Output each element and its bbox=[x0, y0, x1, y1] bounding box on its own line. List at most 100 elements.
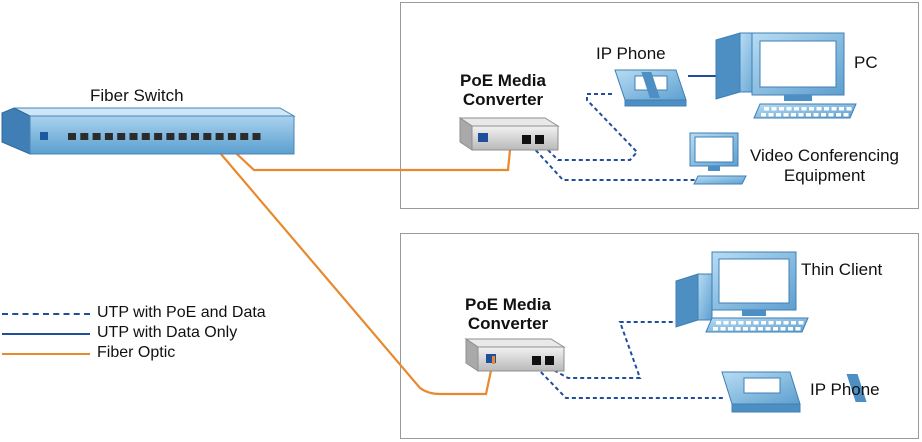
keyboard-key bbox=[798, 321, 804, 325]
ip-phone-bottom bbox=[721, 371, 867, 413]
keyboard-key bbox=[765, 327, 771, 331]
bottom-converter-label-line1: PoE Media bbox=[465, 295, 551, 314]
switch-port bbox=[252, 133, 261, 140]
keyboard-key bbox=[773, 327, 778, 331]
utp-poe-cable-ip-phone-bottom bbox=[535, 366, 725, 399]
keyboard-key bbox=[776, 113, 781, 117]
utp-poe-cable-video bbox=[530, 144, 700, 181]
keyboard-key bbox=[836, 113, 841, 117]
top-converter-label-line1: PoE Media bbox=[460, 71, 546, 90]
keyboard-key bbox=[839, 107, 844, 111]
keyboard-key bbox=[753, 321, 759, 325]
keyboard-key bbox=[746, 321, 751, 325]
legend-label-utp-poe: UTP with PoE and Data bbox=[97, 304, 266, 321]
keyboard-key bbox=[713, 327, 718, 331]
media-converter-top bbox=[458, 117, 560, 151]
keyboard-key bbox=[831, 107, 837, 111]
top-converter-label-line2: Converter bbox=[462, 90, 544, 109]
keyboard-key bbox=[723, 321, 729, 325]
switch-port bbox=[215, 133, 224, 140]
switch-port bbox=[104, 133, 113, 140]
keyboard-key bbox=[816, 107, 822, 111]
legend-label-fiber: Fiber Optic bbox=[97, 344, 176, 361]
switch-port bbox=[191, 133, 199, 140]
keyboard-key bbox=[771, 107, 777, 111]
keyboard-key bbox=[716, 321, 721, 325]
bottom-converter-label: PoE Media Converter bbox=[448, 295, 568, 333]
keyboard-key bbox=[761, 321, 766, 325]
video-label-line2: Equipment bbox=[783, 166, 866, 185]
keyboard-key bbox=[798, 113, 804, 117]
legend-swatch-utp-poe bbox=[2, 313, 90, 315]
keyboard-key bbox=[821, 113, 826, 117]
keyboard-key bbox=[828, 113, 834, 117]
switch-port bbox=[178, 133, 187, 140]
keyboard-key bbox=[761, 113, 766, 117]
top-converter-label: PoE Media Converter bbox=[443, 71, 563, 109]
keyboard-key bbox=[824, 107, 829, 111]
keyboard-key bbox=[728, 327, 733, 331]
keyboard-key bbox=[813, 113, 819, 117]
switch-port bbox=[227, 133, 236, 140]
legend: UTP with PoE and Data UTP with Data Only… bbox=[0, 300, 320, 370]
keyboard-key bbox=[738, 321, 744, 325]
keyboard-key bbox=[768, 113, 774, 117]
bottom-group-box bbox=[400, 233, 919, 439]
keyboard-key bbox=[735, 327, 741, 331]
keyboard-key bbox=[783, 321, 789, 325]
keyboard-key bbox=[786, 107, 792, 111]
keyboard-key bbox=[779, 107, 784, 111]
thin-client-label: Thin Client bbox=[801, 260, 883, 279]
keyboard-key bbox=[806, 113, 811, 117]
bottom-converter-label-line2: Converter bbox=[467, 314, 549, 333]
ip-phone-top-label: IP Phone bbox=[596, 44, 666, 63]
fiber-cable-bottom bbox=[208, 139, 494, 396]
ip-phone-top bbox=[614, 69, 687, 107]
thin-client bbox=[675, 251, 809, 333]
video-conferencing-label: Video Conferencing Equipment bbox=[750, 146, 899, 186]
keyboard-key bbox=[801, 107, 807, 111]
switch-port bbox=[117, 133, 126, 140]
switch-port bbox=[92, 133, 101, 140]
video-label-line1: Video Conferencing bbox=[750, 146, 900, 165]
keyboard-key bbox=[809, 107, 814, 111]
utp-poe-cable-thin-client bbox=[547, 321, 675, 379]
keyboard-key bbox=[776, 321, 781, 325]
switch-port bbox=[240, 133, 249, 140]
keyboard-key bbox=[846, 107, 852, 111]
keyboard-key bbox=[750, 327, 756, 331]
legend-swatch-fiber bbox=[2, 353, 90, 355]
keyboard-key bbox=[788, 327, 793, 331]
keyboard-key bbox=[758, 327, 763, 331]
legend-swatch-utp-data bbox=[2, 333, 90, 335]
keyboard-key bbox=[768, 321, 774, 325]
keyboard-key bbox=[780, 327, 786, 331]
keyboard-key bbox=[731, 321, 736, 325]
pc-label: PC bbox=[854, 53, 878, 72]
fiber-switch-label: Fiber Switch bbox=[90, 86, 184, 105]
keyboard-key bbox=[843, 113, 849, 117]
switch-port bbox=[203, 133, 212, 140]
legend-label-utp-data: UTP with Data Only bbox=[97, 324, 238, 341]
keyboard-key bbox=[764, 107, 769, 111]
fiber-switch bbox=[1, 107, 296, 155]
keyboard-key bbox=[743, 327, 748, 331]
keyboard-key bbox=[783, 113, 789, 117]
media-converter-bottom bbox=[464, 338, 566, 372]
switch-port bbox=[68, 133, 76, 140]
switch-port bbox=[129, 133, 138, 140]
switch-port bbox=[141, 133, 150, 140]
utp-poe-cable-ip-phone-top bbox=[542, 93, 639, 161]
ip-phone-bottom-label: IP Phone bbox=[810, 380, 880, 399]
video-conferencing-equipment bbox=[689, 132, 747, 185]
keyboard-key bbox=[791, 113, 796, 117]
pc-top bbox=[715, 32, 857, 119]
keyboard-key bbox=[795, 327, 801, 331]
keyboard-key bbox=[791, 321, 796, 325]
switch-port bbox=[80, 133, 89, 140]
switch-port bbox=[154, 133, 163, 140]
switch-port bbox=[166, 133, 175, 140]
keyboard-key bbox=[720, 327, 726, 331]
fiber-cable-top bbox=[221, 139, 512, 172]
